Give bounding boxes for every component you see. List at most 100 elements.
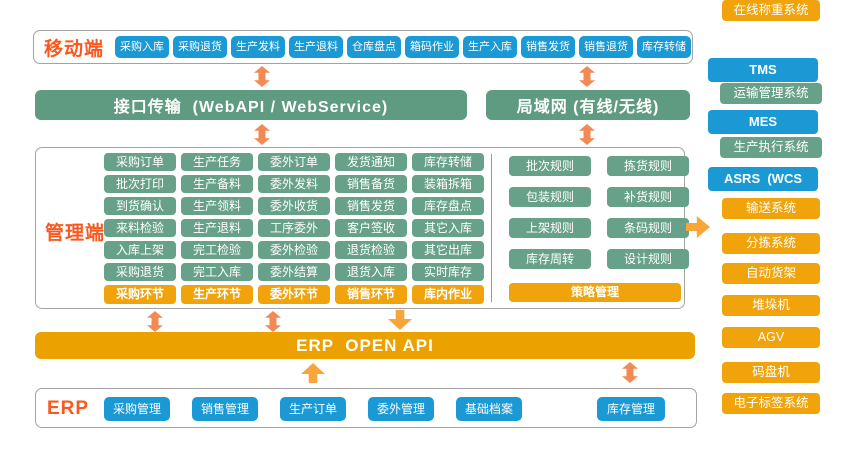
- process-chip: 入库上架: [104, 241, 176, 259]
- arrow-api-erp-right-icon: [622, 362, 638, 383]
- process-chip: 销售备货: [335, 175, 407, 193]
- process-chip: 库存转储: [412, 153, 484, 171]
- process-chip: 委外收货: [258, 197, 330, 215]
- external-system-chip: 自动货架: [722, 263, 820, 284]
- management-columns: 采购订单批次打印到货确认来料检验入库上架采购退货 采购环节 生产任务生产备料生产…: [104, 153, 484, 304]
- interface-transfer-banner: 接口传输 (WebAPI / WebService): [35, 90, 467, 120]
- external-system-chip: 在线称重系统: [722, 0, 820, 21]
- mobile-function-chip: 销售退货: [579, 36, 634, 58]
- arrow-down-to-api-icon: [388, 310, 412, 330]
- external-system-chip: 码盘机: [722, 362, 820, 383]
- external-system-chip: ASRS (WCS: [708, 167, 818, 191]
- process-chip: 发货通知: [335, 153, 407, 171]
- rule-chip: 批次规则: [509, 156, 591, 176]
- mobile-section-label: 移动端: [44, 38, 105, 60]
- process-chip: 生产退料: [181, 219, 253, 237]
- process-chip: 生产任务: [181, 153, 253, 171]
- process-chip: 来料检验: [104, 219, 176, 237]
- process-chip: 退货检验: [335, 241, 407, 259]
- external-system-chip: TMS: [708, 58, 818, 82]
- process-chip: 工序委外: [258, 219, 330, 237]
- process-chip: 采购退货: [104, 263, 176, 281]
- process-chip: 完工入库: [181, 263, 253, 281]
- column-purchase: 采购订单批次打印到货确认来料检验入库上架采购退货 采购环节: [104, 153, 176, 304]
- management-section: 管理端 采购订单批次打印到货确认来料检验入库上架采购退货 采购环节 生产任务生产…: [35, 147, 689, 309]
- erp-module-chip: 生产订单: [280, 397, 346, 421]
- process-chip: 退货入库: [335, 263, 407, 281]
- erp-module-chip: 基础档案: [456, 397, 522, 421]
- process-chip: 委外检验: [258, 241, 330, 259]
- mobile-function-chip: 箱码作业: [405, 36, 460, 58]
- column-footer-purchase: 采购环节: [104, 285, 176, 304]
- process-chip: 委外结算: [258, 263, 330, 281]
- lan-banner: 局域网 (有线/无线): [486, 90, 690, 120]
- arrow-mobile-interface-icon: [254, 66, 270, 87]
- external-system-chip: 输送系统: [722, 198, 820, 219]
- process-chip: 委外订单: [258, 153, 330, 171]
- external-system-chip: 电子标签系统: [722, 393, 820, 414]
- process-chip: 库存盘点: [412, 197, 484, 215]
- external-system-chip: MES: [708, 110, 818, 134]
- mobile-function-chip: 销售发货: [521, 36, 576, 58]
- rule-chip: 库存周转: [509, 249, 591, 269]
- erp-module-chip: 销售管理: [192, 397, 258, 421]
- process-chip: 客户签收: [335, 219, 407, 237]
- process-chip: 装箱拆箱: [412, 175, 484, 193]
- arrow-management-api-mid-icon: [265, 311, 281, 332]
- column-production: 生产任务生产备料生产领料生产退料完工检验完工入库 生产环节: [181, 153, 253, 304]
- erp-open-api-banner: ERP OPEN API: [35, 332, 695, 359]
- external-system-chip: AGV: [722, 327, 820, 348]
- rule-chip: 拣货规则: [607, 156, 689, 176]
- column-footer-warehouse: 库内作业: [412, 285, 484, 304]
- rule-chip: 补货规则: [607, 187, 689, 207]
- process-chip: 生产领料: [181, 197, 253, 215]
- arrow-lan-management-icon: [579, 124, 595, 145]
- external-system-chip: 分拣系统: [722, 233, 820, 254]
- mobile-function-chip: 库存转储: [637, 36, 692, 58]
- strategy-management-chip: 策略管理: [509, 283, 681, 302]
- rule-chip: 上架规则: [509, 218, 591, 238]
- management-section-label: 管理端: [45, 223, 106, 244]
- column-outsourcing: 委外订单委外发料委外收货工序委外委外检验委外结算 委外环节: [258, 153, 330, 304]
- process-chip: 实时库存: [412, 263, 484, 281]
- external-system-chip: 堆垛机: [722, 295, 820, 316]
- process-chip: 委外发料: [258, 175, 330, 193]
- rules-grid: 批次规则拣货规则包装规则补货规则上架规则条码规则库存周转设计规则: [509, 156, 689, 269]
- process-chip: 批次打印: [104, 175, 176, 193]
- erp-section-label: ERP: [47, 398, 90, 419]
- column-footer-sales: 销售环节: [335, 285, 407, 304]
- erp-inventory-chip: 库存管理: [597, 397, 665, 421]
- erp-module-chip: 委外管理: [368, 397, 434, 421]
- external-system-chip: 运输管理系统: [720, 83, 822, 104]
- mobile-function-chip: 仓库盘点: [347, 36, 402, 58]
- arrow-up-from-erp-icon: [301, 363, 325, 383]
- external-system-chip: 生产执行系统: [720, 137, 822, 158]
- mobile-function-list: 采购入库采购退货生产发料生产退料仓库盘点箱码作业生产入库销售发货销售退货库存转储: [115, 36, 692, 58]
- erp-module-chip: 采购管理: [104, 397, 170, 421]
- arrow-management-api-left-icon: [147, 311, 163, 332]
- process-chip: 完工检验: [181, 241, 253, 259]
- rule-chip: 条码规则: [607, 218, 689, 238]
- column-footer-production: 生产环节: [181, 285, 253, 304]
- mobile-function-chip: 生产入库: [463, 36, 518, 58]
- process-chip: 生产备料: [181, 175, 253, 193]
- column-footer-outsourcing: 委外环节: [258, 285, 330, 304]
- process-chip: 到货确认: [104, 197, 176, 215]
- mobile-function-chip: 采购入库: [115, 36, 170, 58]
- process-chip: 采购订单: [104, 153, 176, 171]
- column-warehouse: 库存转储装箱拆箱库存盘点其它入库其它出库实时库存 库内作业: [412, 153, 484, 304]
- process-chip: 销售发货: [335, 197, 407, 215]
- mobile-function-chip: 采购退货: [173, 36, 228, 58]
- mobile-function-chip: 生产发料: [231, 36, 286, 58]
- mobile-function-chip: 生产退料: [289, 36, 344, 58]
- process-chip: 其它入库: [412, 219, 484, 237]
- mobile-section: 移动端 采购入库采购退货生产发料生产退料仓库盘点箱码作业生产入库销售发货销售退货…: [33, 30, 693, 64]
- rule-chip: 包装规则: [509, 187, 591, 207]
- arrow-interface-management-icon: [254, 124, 270, 145]
- erp-module-list: 采购管理销售管理生产订单委外管理基础档案: [104, 397, 522, 421]
- management-divider: [491, 154, 492, 302]
- erp-section: ERP 采购管理销售管理生产订单委外管理基础档案 库存管理: [35, 388, 697, 428]
- process-chip: 其它出库: [412, 241, 484, 259]
